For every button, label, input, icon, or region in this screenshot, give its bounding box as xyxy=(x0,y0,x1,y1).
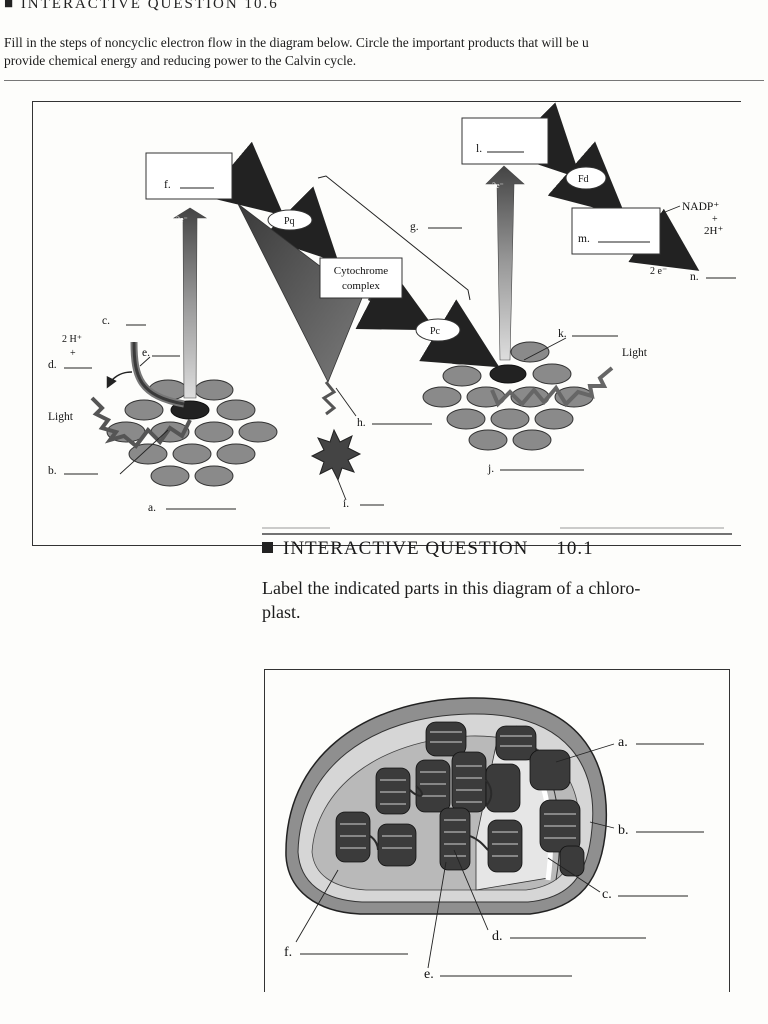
header-text: INTERACTIVE QUESTION 10.6 xyxy=(20,0,279,12)
label-pq: Pq xyxy=(284,216,295,227)
label-plus-left: + xyxy=(70,348,76,359)
chloroplast-label-a: a. xyxy=(618,735,628,750)
label-plus-right: + xyxy=(712,214,718,225)
question-title: INTERACTIVE QUESTION xyxy=(283,538,529,559)
oval-pq xyxy=(267,209,313,231)
electron-beam-ps1 xyxy=(485,165,525,361)
label-cytochrome-1: Cytochrome xyxy=(334,265,388,277)
label-m: m. xyxy=(578,233,590,245)
light-photon-right xyxy=(490,366,614,408)
label-l: l. xyxy=(476,143,482,155)
label-2e-ps1: 2e⁻ xyxy=(492,181,504,190)
chloroplast-diagram-frame xyxy=(264,669,730,992)
label-nadp: NADP⁺ xyxy=(682,201,719,213)
divider xyxy=(4,80,764,81)
chloroplast-diagram xyxy=(285,697,608,915)
box-l xyxy=(461,117,549,165)
label-fd: Fd xyxy=(578,174,589,185)
box-f xyxy=(145,152,233,200)
atp-energy-cone xyxy=(237,203,363,383)
label-j: j. xyxy=(487,463,494,475)
label-pc: Pc xyxy=(430,326,441,337)
question-prompt-line-1: Label the indicated parts in this diagra… xyxy=(262,578,641,598)
label-e: e. xyxy=(142,347,150,359)
label-c: c. xyxy=(102,315,110,327)
instructions-line-1: Fill in the steps of noncyclic electron … xyxy=(4,35,589,50)
question-prompt: Label the indicated parts in this diagra… xyxy=(262,576,732,624)
chloroplast-label-b: b. xyxy=(618,823,629,838)
label-cytochrome-2: complex xyxy=(342,280,380,292)
label-2e-ps2: 2e⁻ xyxy=(176,215,188,224)
label-f: f. xyxy=(164,179,171,191)
top-question-header: ■ INTERACTIVE QUESTION 10.6 xyxy=(4,0,279,13)
label-d: d. xyxy=(48,359,57,371)
label-a: a. xyxy=(148,502,156,514)
oval-pc xyxy=(415,318,461,342)
instructions: Fill in the steps of noncyclic electron … xyxy=(4,34,764,70)
chloroplast-label-f: f. xyxy=(284,945,292,960)
label-light-right: Light xyxy=(622,347,648,359)
header-square: ■ xyxy=(4,0,16,12)
label-b: b. xyxy=(48,465,57,477)
question-heading: INTERACTIVE QUESTION 10.1 xyxy=(262,538,594,560)
box-cytochrome xyxy=(319,257,403,299)
question-prompt-line-2: plast. xyxy=(262,602,301,622)
box-m xyxy=(571,207,661,255)
label-light-left: Light xyxy=(48,411,74,423)
question-square-icon xyxy=(262,542,273,553)
label-2h-left: 2 H⁺ xyxy=(62,334,82,345)
instructions-line-2: provide chemical energy and reducing pow… xyxy=(4,53,357,68)
light-photon-left xyxy=(90,396,192,449)
question-number: 10.1 xyxy=(556,538,594,559)
atp-starburst xyxy=(310,428,362,482)
chloroplast-label-d: d. xyxy=(492,929,503,944)
label-i: i. xyxy=(343,498,349,510)
electron-beam-ps2 xyxy=(172,207,208,399)
label-2e-right: 2 e⁻ xyxy=(650,266,667,277)
label-h: h. xyxy=(357,417,366,429)
label-k: k. xyxy=(558,328,567,340)
electron-flow-diagram-frame xyxy=(32,101,741,546)
oval-fd xyxy=(565,166,607,190)
chloroplast-label-e: e. xyxy=(424,967,434,982)
label-n: n. xyxy=(690,271,699,283)
label-2h-right: 2H⁺ xyxy=(704,225,723,237)
chloroplast-label-c: c. xyxy=(602,887,612,902)
p700-reaction-center xyxy=(489,364,527,384)
label-g: g. xyxy=(410,221,419,233)
